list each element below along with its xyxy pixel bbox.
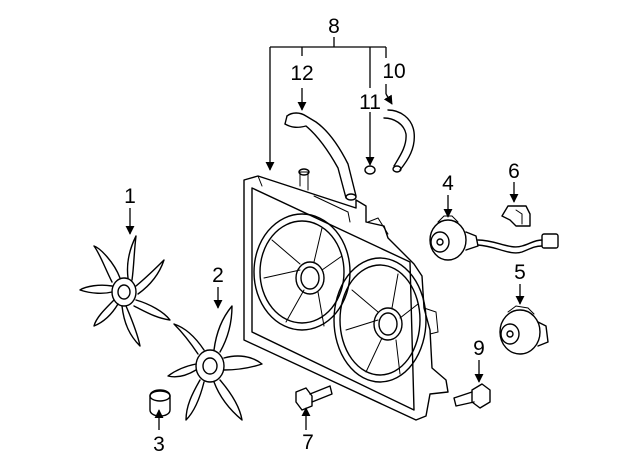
callout-10: 10	[382, 60, 405, 83]
callout-11: 11	[359, 91, 381, 114]
hose-part-10	[383, 109, 415, 173]
callout-8-bracket	[265, 37, 387, 171]
shroud-right-ring	[333, 257, 427, 383]
connector-part-6	[501, 205, 531, 227]
fan-part-2	[167, 305, 263, 421]
shroud-left-ring	[253, 213, 351, 331]
callout-12: 12	[290, 62, 313, 85]
bolt-part-7	[295, 385, 333, 411]
fan-shroud	[243, 168, 449, 421]
callout-7: 7	[302, 431, 314, 454]
callout-9: 9	[473, 337, 485, 360]
motor-part-5	[499, 305, 549, 355]
callout-2: 2	[212, 264, 224, 287]
callout-4: 4	[442, 172, 454, 195]
hose-part-12	[284, 112, 357, 201]
leader-10	[383, 93, 393, 105]
fan-part-1	[79, 235, 171, 347]
callout-8: 8	[328, 15, 340, 38]
callout-6: 6	[508, 160, 520, 183]
cap-part-3	[149, 389, 171, 417]
callout-5: 5	[514, 261, 526, 284]
callout-1: 1	[124, 185, 136, 208]
clip-part-11	[364, 165, 376, 175]
callout-3: 3	[153, 433, 165, 456]
bolt-part-9	[453, 383, 491, 409]
motor-part-4	[429, 215, 559, 261]
